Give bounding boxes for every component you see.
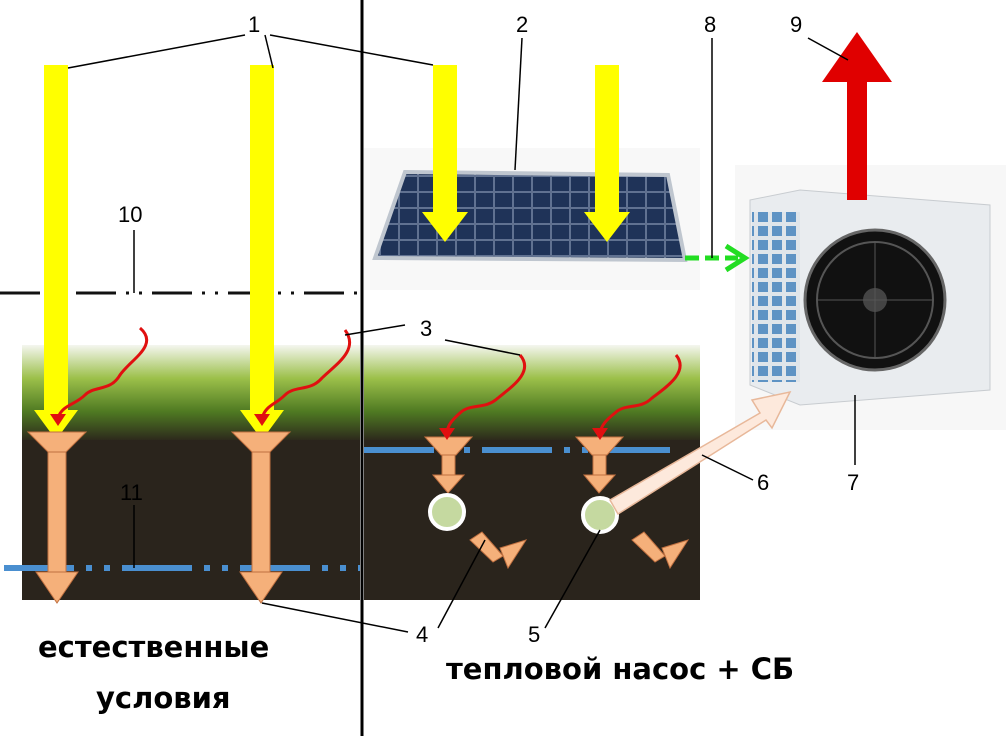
sun-ray-arrow: [34, 65, 78, 440]
label-4: 4: [416, 622, 428, 647]
label-11: 11: [120, 480, 143, 505]
label-1: 1: [248, 12, 260, 37]
soil-heatpump: [364, 345, 700, 600]
heat-output-arrow: [822, 32, 892, 200]
ground-collector: [428, 493, 466, 531]
label-8: 8: [704, 12, 716, 37]
label-6: 6: [757, 470, 769, 495]
wave-arrowheads: [50, 414, 608, 440]
heat-flow-arrow: [26, 431, 88, 604]
sun-ray-arrow: [240, 65, 284, 440]
heat-flow-arrow: [574, 436, 690, 570]
soil-natural: [22, 345, 360, 600]
ground-collector: [581, 496, 619, 534]
sun-ray-arrow: [422, 65, 468, 242]
label-10: 10: [118, 202, 142, 227]
heat-flow-arrow: [230, 431, 292, 604]
heat-transfer-arrow: [608, 390, 792, 516]
solar-panel: [364, 148, 700, 290]
infrared-wave: [56, 326, 682, 433]
label-5: 5: [528, 622, 540, 647]
label-2: 2: [516, 12, 528, 37]
heat-pump-unit: [735, 165, 1006, 430]
label-3: 3: [420, 316, 432, 341]
heat-flow-arrow: [423, 436, 528, 570]
label-9: 9: [790, 12, 802, 37]
label-7: 7: [847, 470, 859, 495]
sun-ray-arrow: [584, 65, 630, 242]
caption-natural-line1: естественные: [38, 630, 269, 664]
caption-natural-line2: условия: [96, 681, 231, 715]
leader-lines: [67, 34, 856, 633]
caption-heatpump: тепловой насос + СБ: [446, 652, 794, 686]
